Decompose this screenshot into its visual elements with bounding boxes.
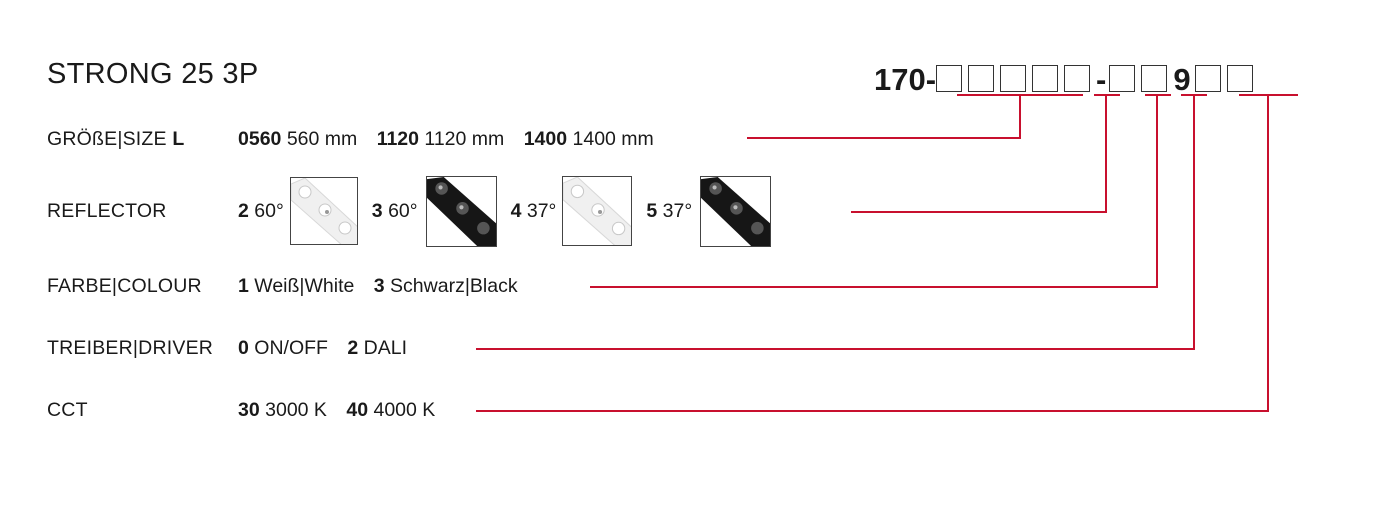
code-box-size-4: [1032, 65, 1059, 92]
option-code: 5: [646, 199, 658, 222]
colour-options: 1 Weiß|White 3 Schwarz|Black: [238, 275, 532, 298]
size-connector-line: [747, 95, 1021, 139]
driver-connector-line: [476, 95, 1195, 350]
option-code: 0: [238, 337, 249, 359]
code-box-reflector: [1064, 65, 1091, 92]
size-label-text: GRÖßE|SIZE: [47, 128, 173, 150]
option-code: 1: [238, 275, 249, 297]
option-text: ON/OFF: [254, 337, 328, 359]
driver-option: 0 ON/OFF: [238, 337, 328, 359]
option-text: Schwarz|Black: [390, 275, 518, 297]
code-box-driver: [1141, 65, 1168, 92]
colour-connector-line: [590, 95, 1158, 288]
code-box-size-1: [936, 65, 963, 92]
code-box-colour: [1109, 65, 1136, 92]
reflector-option: 4 37°: [511, 176, 647, 246]
driver-options: 0 ON/OFF 2 DALI: [238, 337, 421, 360]
white-reflector-image: [289, 177, 358, 245]
code-prefix: 170-: [874, 62, 937, 97]
option-text: DALI: [363, 337, 408, 359]
product-title: STRONG 25 3P: [47, 58, 259, 90]
option-text: 60°: [388, 199, 418, 222]
cct-label: CCT: [47, 399, 88, 421]
code-box-cct-1: [1194, 65, 1221, 92]
option-text: 60°: [254, 199, 284, 222]
code-box-size-2: [968, 65, 995, 92]
reflector-options: 2 60° 3 60° 4 37°: [238, 175, 785, 247]
code-box-size-3: [1000, 65, 1027, 92]
option-text: 37°: [662, 199, 693, 222]
driver-label: TREIBER|DRIVER: [47, 337, 214, 359]
reflector-option: 2 60°: [238, 177, 372, 245]
option-text: 560 mm: [286, 128, 358, 150]
option-text: 3000 K: [265, 399, 327, 421]
cct-connector-line: [476, 95, 1269, 412]
option-code: 3: [373, 275, 385, 297]
option-code: 30: [238, 399, 260, 421]
reflector-option: 3 60°: [371, 175, 511, 247]
option-code: 2: [347, 337, 359, 359]
code-dash: -: [1096, 62, 1107, 97]
size-option: 1400 1400 mm: [524, 128, 654, 150]
option-text: 1120 mm: [424, 128, 505, 150]
order-code: 170- - 9: [874, 58, 1259, 98]
option-text: 37°: [526, 199, 557, 222]
reflector-option: 5 37°: [646, 175, 785, 247]
code-fixed-digit: 9: [1173, 62, 1191, 97]
option-code: 0560: [238, 128, 282, 150]
size-label-variable: L: [172, 128, 185, 150]
option-text: 1400 mm: [572, 128, 654, 150]
option-code: 1120: [376, 128, 419, 150]
option-code: 2: [238, 199, 249, 222]
size-option: 0560 560 mm: [238, 128, 357, 150]
cct-option: 40 4000 K: [346, 399, 435, 421]
option-code: 4: [510, 199, 522, 222]
black-reflector-image: [425, 175, 497, 247]
option-code: 1400: [523, 128, 568, 150]
option-text: Weiß|White: [254, 275, 355, 297]
colour-option: 1 Weiß|White: [238, 275, 354, 297]
reflector-connector-line: [851, 95, 1107, 213]
colour-option: 3 Schwarz|Black: [374, 275, 518, 297]
option-code: 3: [371, 199, 383, 222]
black-reflector-image: [700, 175, 772, 247]
cct-option: 30 3000 K: [238, 399, 327, 421]
option-text: 4000 K: [373, 399, 436, 421]
reflector-label: REFLECTOR: [47, 200, 167, 222]
colour-label: FARBE|COLOUR: [47, 275, 202, 297]
size-label: GRÖßE|SIZE L: [47, 128, 185, 151]
cct-options: 30 3000 K 40 4000 K: [238, 399, 449, 422]
size-options: 0560 560 mm 1120 1120 mm 1400 1400 mm: [238, 128, 668, 151]
size-option: 1120 1120 mm: [377, 128, 505, 150]
white-reflector-image: [562, 176, 633, 246]
option-code: 40: [346, 399, 369, 421]
driver-option: 2 DALI: [347, 337, 407, 359]
code-box-cct-2: [1226, 65, 1253, 92]
